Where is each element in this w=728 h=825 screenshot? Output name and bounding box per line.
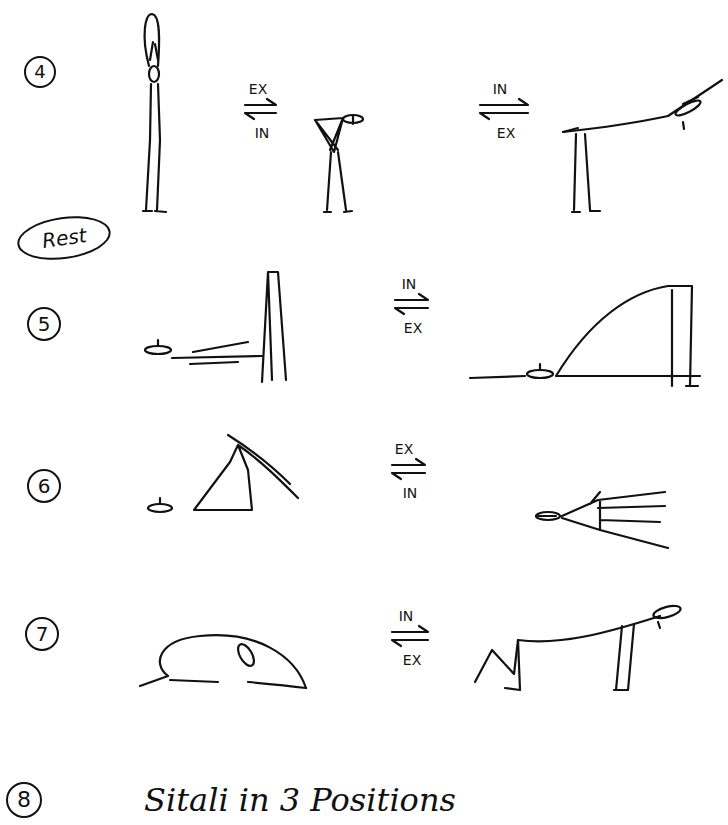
torso-arms: [172, 342, 262, 364]
head-mark: [352, 115, 354, 124]
leg: [505, 640, 520, 690]
head: [235, 642, 257, 669]
head-mark: [683, 97, 698, 129]
step-number-circle: 7: [25, 617, 59, 651]
head-mark: [658, 622, 660, 628]
breath-label: EX: [395, 442, 413, 456]
head-mark: [539, 364, 541, 370]
back-legs: [556, 286, 700, 386]
head: [343, 115, 363, 123]
breath-label: EX: [497, 126, 515, 140]
rest-ellipse: Rest: [14, 211, 113, 266]
breath-label: IN: [493, 82, 508, 96]
instruction-text: Sitali in 3 Positions: [144, 784, 456, 816]
arms: [470, 376, 525, 378]
breath-label: IN: [255, 126, 270, 140]
head: [652, 604, 682, 621]
breath-arrows: [245, 99, 528, 646]
head-mark: [157, 340, 159, 346]
step-number: 8: [17, 789, 31, 811]
step-number-circle: 6: [27, 469, 61, 503]
rest-text: Rest: [41, 225, 88, 251]
step-number-circle: 4: [24, 56, 56, 88]
breath-label: IN: [402, 277, 417, 291]
step-number-circle: 8: [6, 782, 42, 818]
head-mark: [538, 515, 556, 517]
step-number-circle: 5: [27, 307, 61, 341]
step-number: 4: [34, 63, 45, 81]
head-mark: [159, 498, 161, 504]
legs: [672, 290, 698, 386]
head: [527, 370, 553, 378]
legs: [572, 134, 600, 212]
hip: [563, 128, 578, 132]
body: [194, 435, 298, 510]
bent-torso: [315, 118, 343, 152]
breath-label: IN: [403, 486, 418, 500]
flat-back: [563, 80, 722, 132]
breath-label: IN: [399, 609, 414, 623]
body: [562, 492, 668, 548]
breath-label: EX: [403, 653, 421, 667]
step-number: 6: [38, 476, 51, 496]
arms: [614, 624, 634, 690]
head: [148, 504, 172, 512]
arms-detail: [150, 42, 158, 60]
head: [149, 66, 159, 82]
arms: [248, 682, 306, 688]
head: [536, 512, 560, 520]
legs: [143, 84, 166, 212]
head: [145, 346, 171, 354]
legs: [324, 152, 352, 212]
step-number: 5: [38, 314, 51, 334]
legs: [170, 680, 218, 682]
arms-up: [145, 14, 160, 66]
step-number: 7: [36, 624, 49, 644]
legs: [262, 272, 286, 382]
back: [140, 635, 306, 688]
breath-label: EX: [249, 82, 267, 96]
breath-label: EX: [404, 321, 422, 335]
